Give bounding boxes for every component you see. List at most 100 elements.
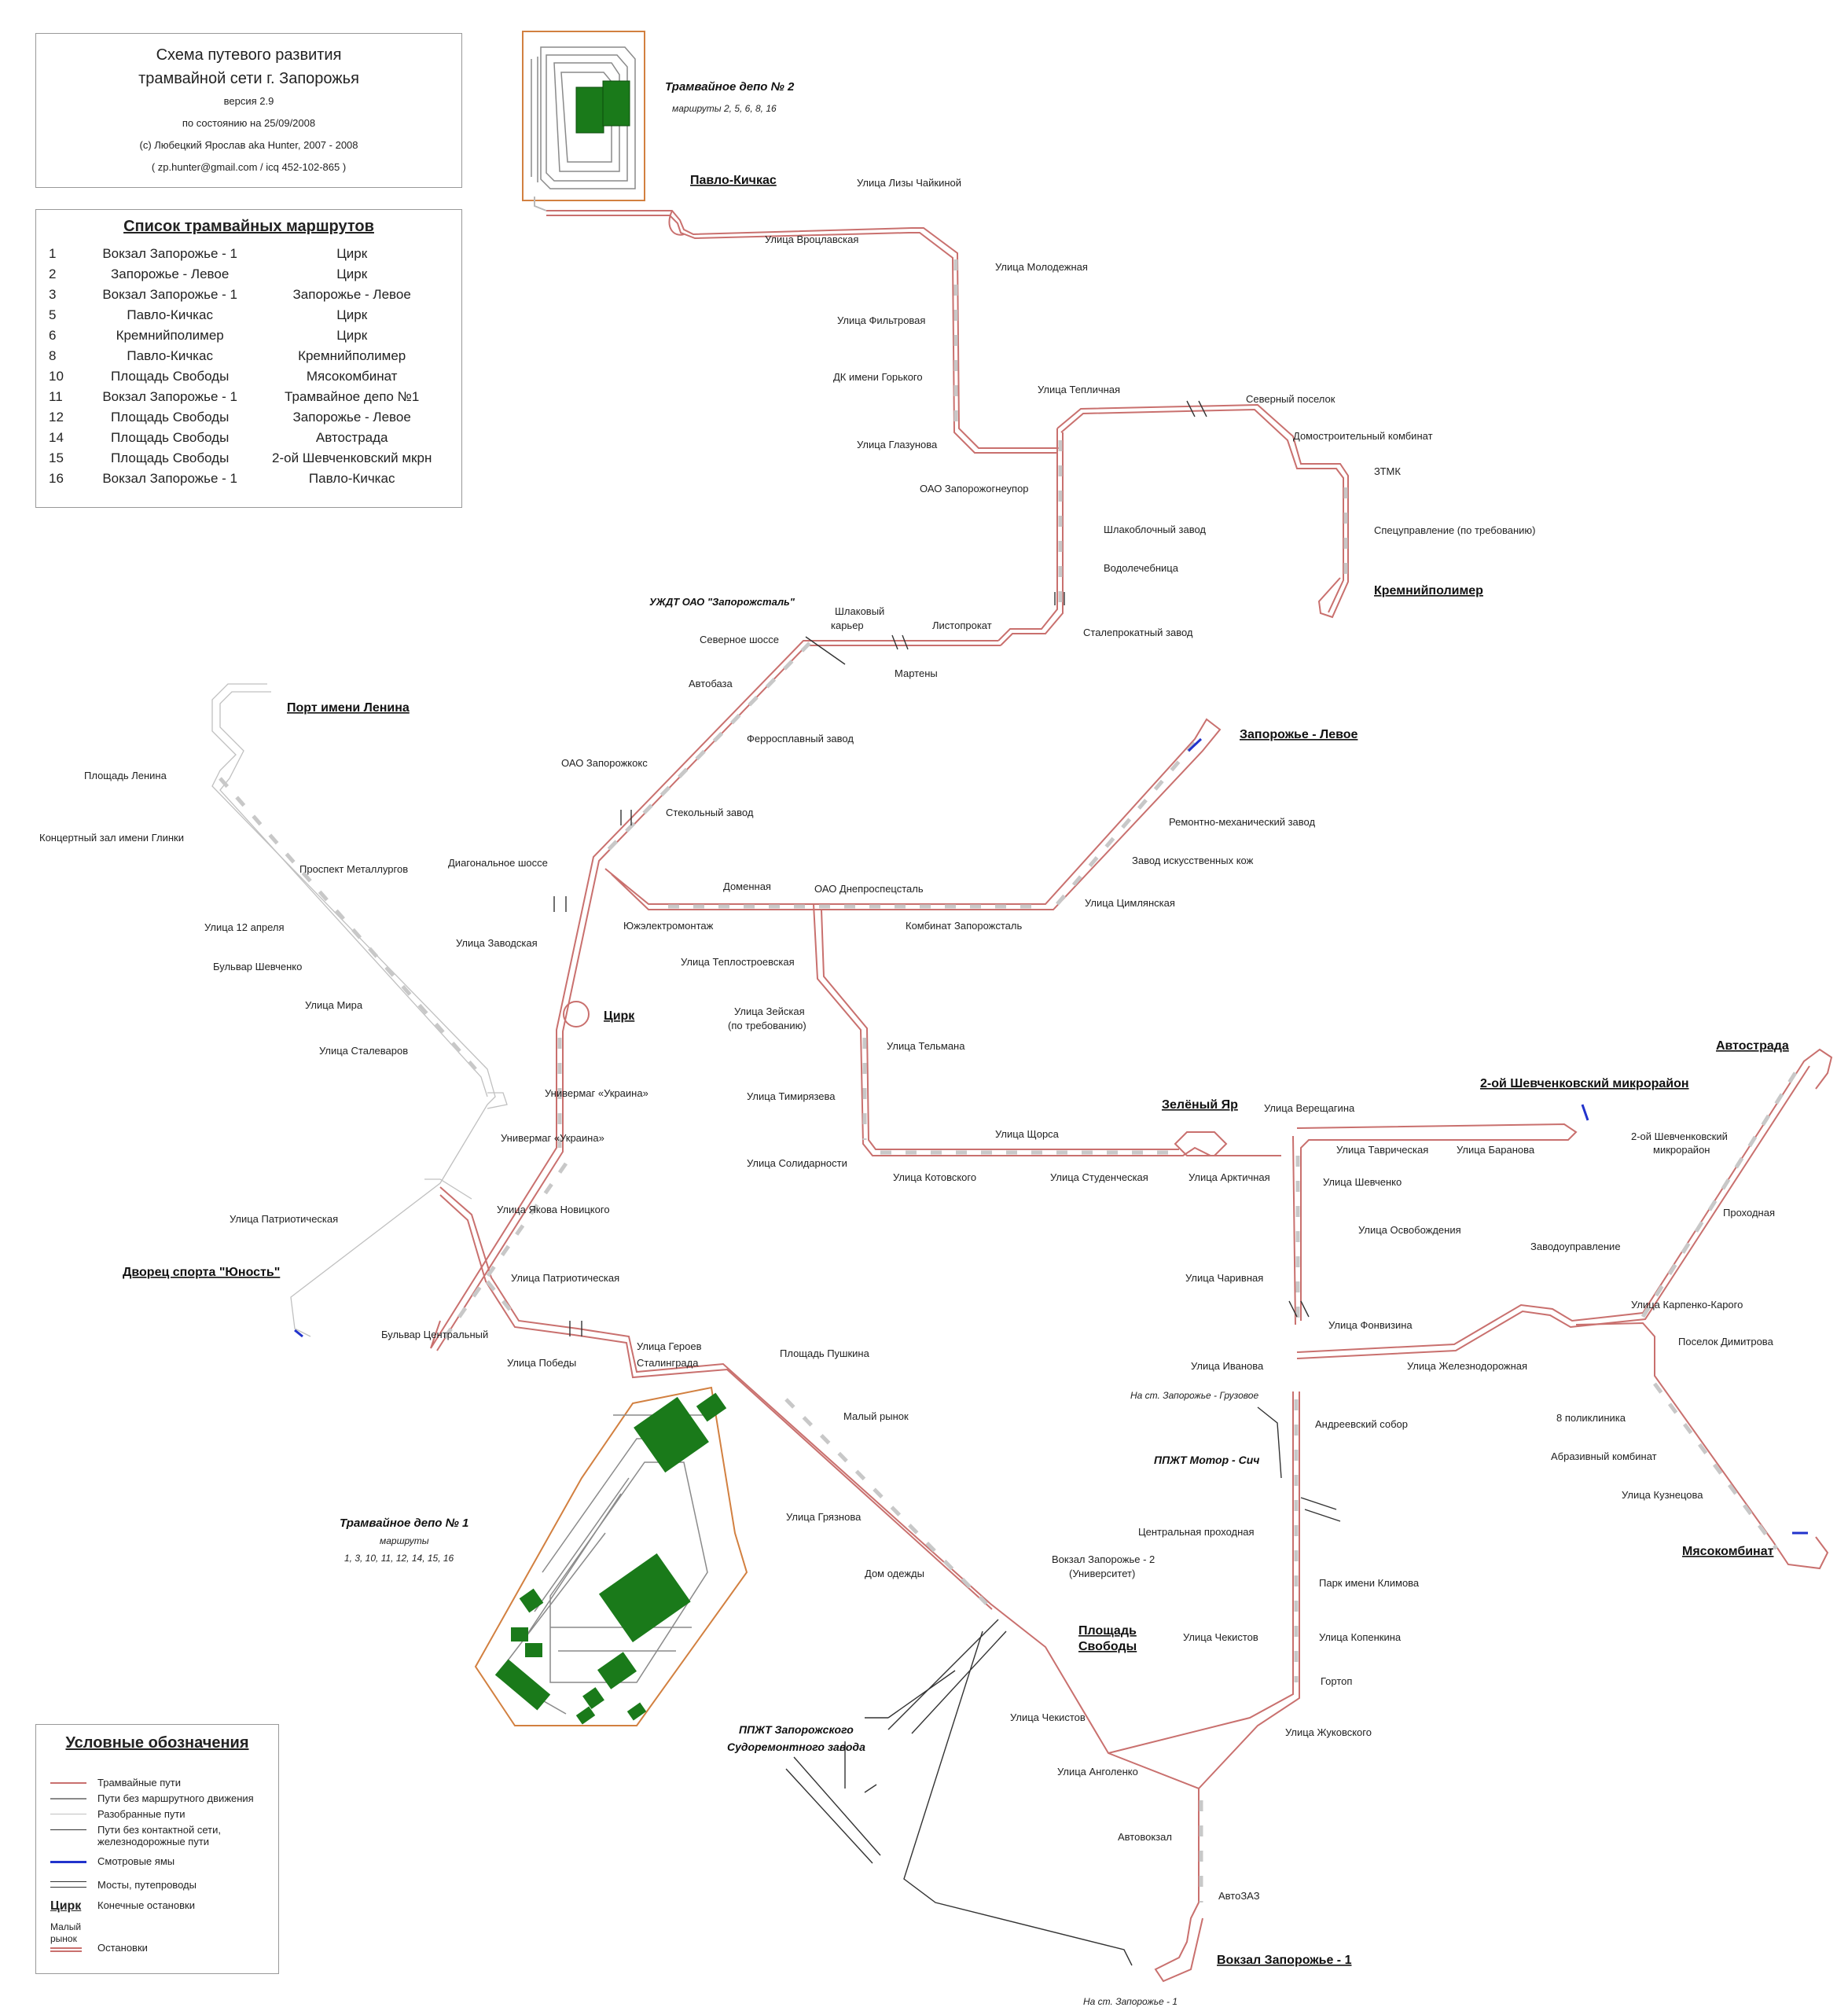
legend-stop-sample: Малый	[50, 1921, 82, 1932]
terminal-avtostrada: Автострада	[1716, 1039, 1789, 1053]
terminal-pavlo-kichkas: Павло-Кичкас	[690, 174, 777, 187]
route-from: Площадь Свободы	[111, 369, 230, 384]
pit	[294, 1329, 303, 1338]
terminal-myasokombinat: Мясокомбинат	[1682, 1545, 1774, 1558]
depot-1-building	[582, 1687, 604, 1709]
stop-label: Улица Иванова	[1191, 1360, 1264, 1372]
stop-label: Улица Жуковского	[1285, 1726, 1372, 1738]
route-to: Цирк	[336, 328, 368, 343]
legend-heading: Условные обозначения	[65, 1734, 249, 1752]
route-to: Цирк	[336, 307, 368, 322]
stop-label: ДК имени Горького	[833, 371, 923, 383]
legend-text: Пути без контактной сети,	[97, 1824, 221, 1836]
depot-1-building	[626, 1702, 647, 1721]
stop-label: Площадь Пушкина	[780, 1347, 870, 1359]
terminal-zeleny-yar: Зелёный Яр	[1162, 1098, 1238, 1112]
stop-label: Водолечебница	[1104, 562, 1179, 574]
stop-label: Улица Вроцлавская	[765, 233, 858, 245]
depot-1-building	[494, 1659, 551, 1711]
route-number: 8	[49, 348, 57, 363]
depot-1-routes-caption: маршруты	[380, 1535, 429, 1546]
rail-tracks	[785, 636, 1341, 1966]
stop-label: Абразивный комбинат	[1551, 1450, 1657, 1462]
stop-label: Улица Героев	[637, 1340, 702, 1352]
stop-label: карьер	[831, 619, 864, 631]
legend-text: Остановки	[97, 1942, 148, 1954]
map-contacts: ( zp.hunter@gmail.com / icq 452-102-865 …	[151, 161, 347, 173]
route-number: 12	[49, 410, 64, 425]
legend-symbol: Малый рынок	[50, 1921, 86, 1961]
legend-symbol	[50, 1808, 86, 1819]
route-to: Павло-Кичкас	[308, 471, 395, 486]
stop-label: Листопрокат	[932, 619, 992, 631]
legend-box: Условные обозначения Трамвайные пути Пут…	[35, 1724, 279, 1974]
route-from: Вокзал Запорожье - 1	[102, 471, 237, 486]
route-number: 5	[49, 307, 57, 322]
stop-label: Улица Железнодорожная	[1407, 1360, 1527, 1372]
stop-label: Мартены	[895, 667, 938, 679]
route-from: Павло-Кичкас	[127, 348, 213, 363]
route-from: Вокзал Запорожье - 1	[102, 246, 237, 261]
pit	[1581, 1104, 1589, 1121]
route-to: Автострада	[315, 430, 388, 445]
stop-label: Вокзал Запорожье - 2	[1052, 1553, 1155, 1565]
route-number: 3	[49, 287, 57, 302]
route-number: 6	[49, 328, 57, 343]
stop-label: (по требованию)	[728, 1020, 806, 1031]
routes-heading: Список трамвайных маршрутов	[123, 218, 374, 235]
map-copyright: (c) Любецкий Ярослав aka Hunter, 2007 - …	[139, 139, 358, 151]
stop-label: Южэлектромонтаж	[623, 920, 714, 932]
legend-symbol	[50, 1777, 86, 1788]
depot-2-building	[575, 86, 604, 134]
tram-tracks	[430, 210, 1833, 1983]
stop-label: Улица Фонвизина	[1328, 1319, 1413, 1331]
legend-terminal-sample: Цирк	[50, 1899, 82, 1913]
stop-label: Улица Верещагина	[1264, 1102, 1355, 1114]
stop-label: Сталепрокатный завод	[1083, 627, 1193, 638]
stop-label: (Университет)	[1069, 1568, 1135, 1579]
stop-label: Улица Патриотическая	[511, 1272, 619, 1284]
route-from: Вокзал Запорожье - 1	[102, 389, 237, 404]
depot-2-fence	[522, 31, 645, 201]
stop-label: Улица Карпенко-Карого	[1631, 1299, 1743, 1311]
map-version: версия 2.9	[223, 95, 274, 107]
terminal-cirk: Цирк	[604, 1009, 635, 1023]
stop-label: Улица 12 апреля	[204, 921, 285, 933]
label-motor-sich: ППЖТ Мотор - Сич	[1154, 1454, 1259, 1466]
map-title-line2: трамвайной сети г. Запорожья	[138, 70, 359, 87]
route-to: Трамвайное депо №1	[285, 389, 420, 404]
stop-label: Автовокзал	[1118, 1831, 1172, 1843]
route-to: Запорожье - Левое	[292, 410, 411, 425]
stop-label: Шлакоблочный завод	[1104, 524, 1206, 535]
route-number: 11	[49, 389, 63, 404]
special-labels: УЖДТ ОАО "Запорожсталь" ППЖТ Мотор - Сич…	[649, 596, 1259, 2007]
bridges	[553, 400, 1310, 1336]
stop-label: Улица Чаривная	[1185, 1272, 1263, 1284]
stop-label: Завод искусственных кож	[1132, 855, 1254, 866]
stop-label: Домостроительный комбинат	[1293, 430, 1433, 442]
unused-tracks	[211, 197, 547, 1337]
stop-label: Шлаковый	[835, 605, 884, 617]
legend-row-bridges: Мосты, путепроводы	[50, 1879, 197, 1891]
stop-label: Улица Шевченко	[1323, 1176, 1402, 1188]
legend-row-tram: Трамвайные пути	[50, 1777, 181, 1789]
route-number: 15	[49, 450, 64, 465]
terminal-vokzal-1: Вокзал Запорожье - 1	[1217, 1954, 1352, 1967]
label-ppzht-1: ППЖТ Запорожского	[739, 1723, 854, 1736]
route-from: Кремнийполимер	[116, 328, 224, 343]
stop-label: Стекольный завод	[666, 807, 754, 818]
route-number: 14	[49, 430, 64, 445]
depot-1-routes: 1, 3, 10, 11, 12, 14, 15, 16	[344, 1553, 454, 1564]
route-from: Площадь Свободы	[111, 450, 230, 465]
stop-label: Улица Чекистов	[1183, 1631, 1258, 1643]
label-ppzht-2: Судоремонтного завода	[727, 1741, 865, 1753]
title-box: Схема путевого развития трамвайной сети …	[35, 33, 462, 188]
stop-label: Улица Чекистов	[1010, 1711, 1086, 1723]
